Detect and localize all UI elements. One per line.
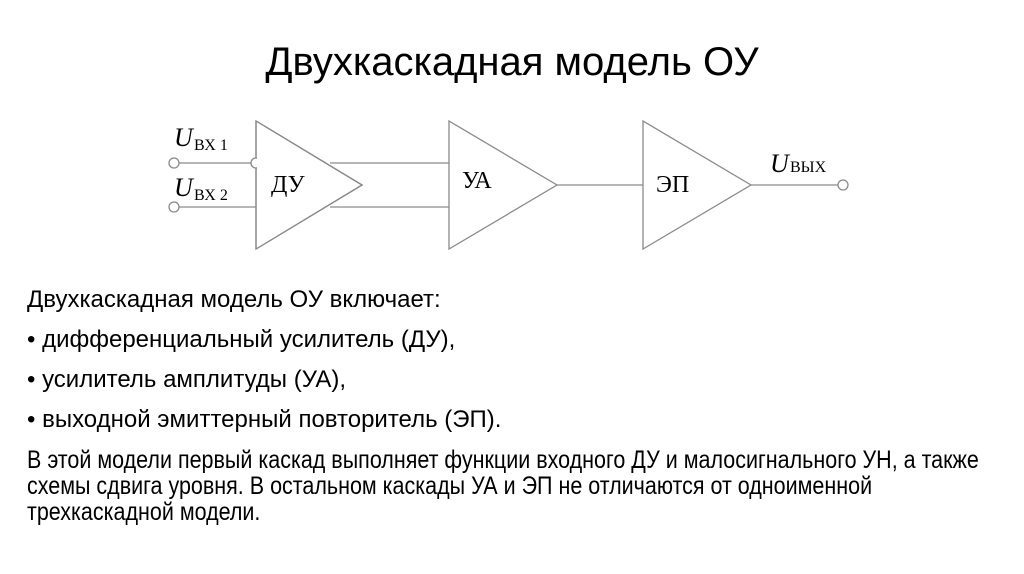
- input-1-terminal: [168, 157, 180, 169]
- stage-label-ep: ЭП: [656, 172, 689, 198]
- bullet-emitter-follower: • выходной эмиттерный повторитель (ЭП).: [27, 406, 502, 433]
- input-2-symbol: U: [174, 173, 195, 202]
- amplitude-amp-triangle: [448, 119, 559, 251]
- output-symbol: U: [770, 149, 791, 178]
- stage-label-du: ДУ: [271, 172, 305, 198]
- output-subscript: ВЫХ: [790, 159, 827, 176]
- description-paragraph: В этой модели первый каскад выполняет фу…: [27, 446, 979, 526]
- bullet-diff-amp: • дифференциальный усилитель (ДУ),: [27, 326, 456, 353]
- intro-text: Двухкаскадная модель ОУ включает:: [27, 286, 441, 313]
- output-terminal: [837, 179, 849, 191]
- stage-label-ua: УА: [462, 168, 492, 194]
- input-2-subscript: ВХ 2: [194, 187, 228, 204]
- input-2-terminal: [168, 201, 180, 213]
- emitter-follower-triangle: [642, 119, 753, 251]
- bullet-amplitude-amp: • усилитель амплитуды (УА),: [27, 366, 347, 393]
- input-1-symbol: U: [174, 123, 195, 152]
- input-1-subscript: ВХ 1: [194, 137, 228, 154]
- slide-title: Двухкаскадная модель ОУ: [265, 40, 759, 84]
